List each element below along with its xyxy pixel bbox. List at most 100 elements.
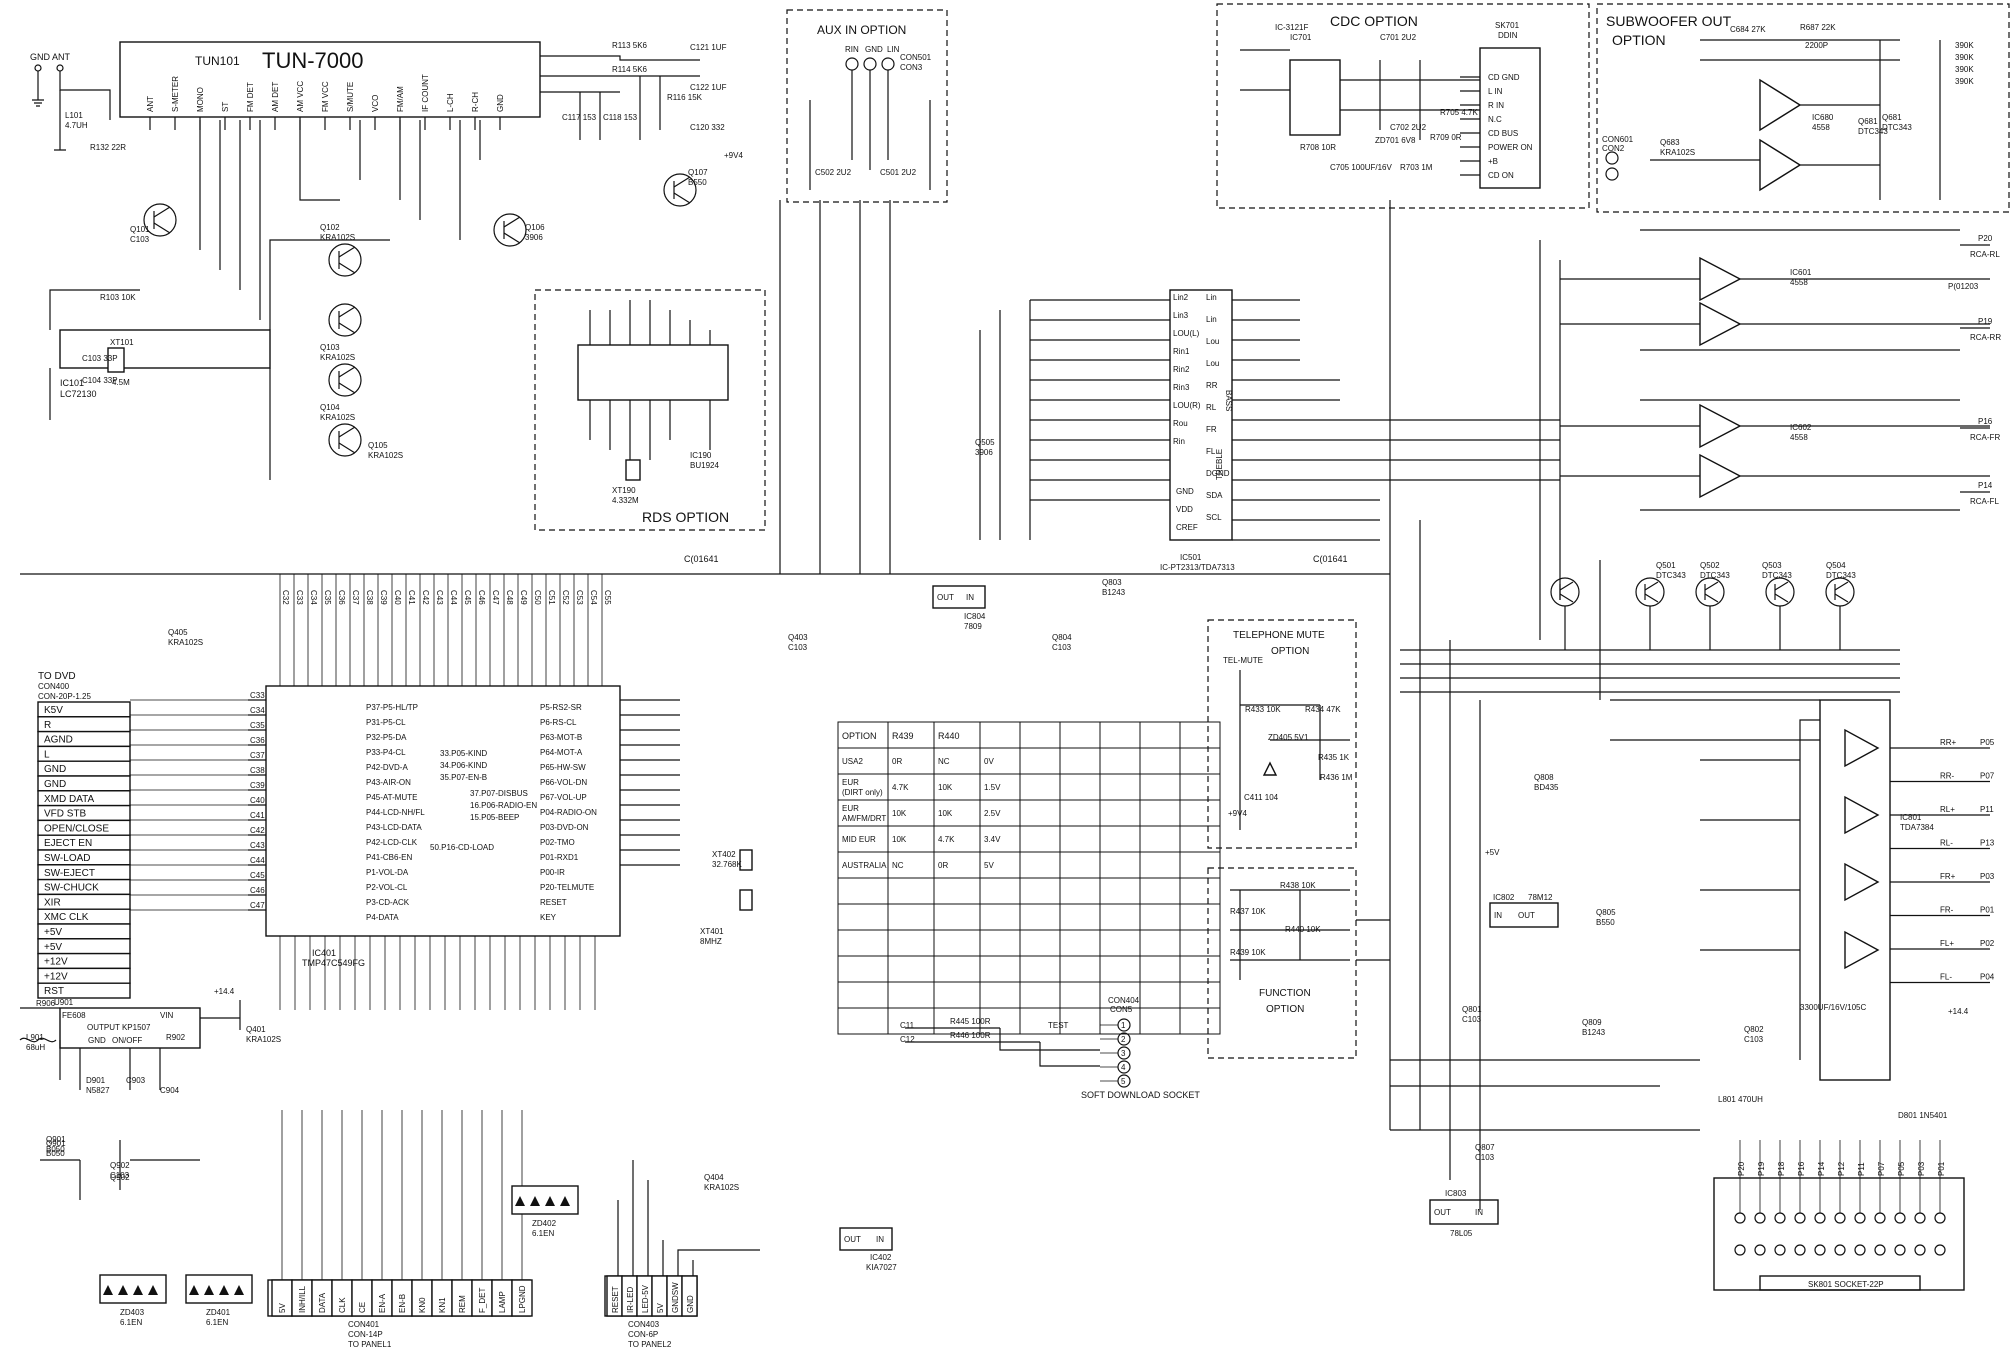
transistor-part: B050 xyxy=(46,1149,65,1158)
telephone-mute-option: TELEPHONE MUTE OPTION TEL-MUTE R433 10K … xyxy=(1207,619,1357,849)
option-table-header: R439 xyxy=(892,731,914,741)
rca-pin-label: P20 xyxy=(1978,234,1993,243)
transistor-part: C103 xyxy=(788,643,808,652)
option-table-cell: USA2 xyxy=(842,757,863,766)
mcu-pin-net: C39 xyxy=(250,781,265,790)
dvd-pin-label: SW-EJECT xyxy=(44,868,95,879)
sk801-label: SK801 SOCKET-22P xyxy=(1808,1280,1884,1289)
panel1-wires xyxy=(281,1110,523,1280)
option-table-cell: 3.4V xyxy=(984,835,1001,844)
dvd-pin-label: L xyxy=(44,749,50,760)
transistor-ref: Q403 xyxy=(788,633,808,642)
mcu-left-pin: P43-LCD-DATA xyxy=(366,823,422,832)
ic101-box xyxy=(59,329,271,369)
subwoofer-option-frame xyxy=(1596,3,2010,213)
transistor-ref: Q105 xyxy=(368,441,388,450)
transistor-ref: Q807 xyxy=(1475,1143,1495,1152)
d901-part: N5827 xyxy=(86,1086,110,1095)
telephone-option-frame xyxy=(1207,619,1357,849)
option-table-cell: (DIRT only) xyxy=(842,788,883,797)
panel1-title: CON401 xyxy=(348,1320,380,1329)
svg-text:C11: C11 xyxy=(900,1021,915,1030)
ic501-pin-label: CREF xyxy=(1176,523,1198,532)
tuner-pin-label: VCO xyxy=(371,95,380,112)
download-pin-number: 2 xyxy=(1121,1035,1126,1044)
ic501-pin-label: Lou xyxy=(1206,337,1219,346)
option-table-cell: AM/FM/DRT xyxy=(842,814,886,823)
l901-val: 68uH xyxy=(26,1043,45,1052)
amp-output-pin: P01 xyxy=(1980,906,1995,915)
svg-text:R708 10R: R708 10R xyxy=(1300,143,1336,152)
svg-text:R113 5K6: R113 5K6 xyxy=(612,41,648,50)
ic501-pin-label: RL xyxy=(1206,403,1217,412)
mcu-right-pin: P67-VOL-UP xyxy=(540,793,587,802)
mcu-left-pin: P41-CB6-EN xyxy=(366,853,412,862)
transistor-part: BD435 xyxy=(1534,783,1559,792)
transistor-ref: Q808 xyxy=(1534,773,1554,782)
panel1-sub: CON-14P xyxy=(348,1330,383,1339)
function-title-2: OPTION xyxy=(1266,1004,1304,1015)
dvd-pin-label: EJECT EN xyxy=(44,838,92,849)
mcu-pin-net: C33 xyxy=(250,691,265,700)
ic602-part: 4558 xyxy=(1790,433,1808,442)
ic601-ref: IC601 xyxy=(1790,268,1812,277)
ic501-pin-labels: Lin2Lin3LOU(L)Rin1Rin2Rin3LOU(R)RouRinGN… xyxy=(1173,293,1233,532)
svg-text:IC701: IC701 xyxy=(1290,33,1312,42)
sk801-pin-label: P03 xyxy=(1917,1161,1926,1176)
transistor-ref: Q107 xyxy=(688,168,708,177)
mcu-pin-net: C46 xyxy=(250,886,265,895)
antenna-section: GND ANT L101 4.7UH R132 22R xyxy=(30,52,126,152)
ic802-ref: IC802 xyxy=(1493,893,1515,902)
dvd-pin-label: +12V xyxy=(44,957,68,968)
mcu-left-pin: P1-VOL-DA xyxy=(366,868,409,877)
mcu-pin-net: C37 xyxy=(250,751,265,760)
ic801-part: TDA7384 xyxy=(1900,823,1934,832)
cdc-pin-label: CD BUS xyxy=(1488,129,1518,138)
bus-net-label: C41 xyxy=(407,590,416,605)
svg-text:C705 100UF/16V: C705 100UF/16V xyxy=(1330,163,1392,172)
dvd-title-2: CON400 xyxy=(38,682,70,691)
sk701-part: DDIN xyxy=(1498,31,1518,40)
mcu-right-pin: P65-HW-SW xyxy=(540,763,586,772)
panel1-pin-label: CLK xyxy=(338,1297,347,1313)
ic803-part: 78L05 xyxy=(1450,1229,1473,1238)
sk701-ref: SK701 xyxy=(1495,21,1520,30)
ic402-part: KIA7027 xyxy=(866,1263,897,1272)
bus-net-label: C37 xyxy=(351,590,360,605)
con601-ref: CON601 xyxy=(1602,135,1634,144)
ic501-pin-label: LOU(R) xyxy=(1173,401,1201,410)
mcu-left-pin: P42-DVD-A xyxy=(366,763,408,772)
ic501-pin-label: SCL xyxy=(1206,513,1222,522)
panel1-pin-label: KN0 xyxy=(418,1297,427,1313)
option-table-cell: NC xyxy=(892,861,904,870)
cdc-pin-label: R IN xyxy=(1488,101,1504,110)
svg-text:OUT: OUT xyxy=(1518,911,1535,920)
transistor-ref: Q901 xyxy=(46,1139,66,1148)
ic402-ref: IC402 xyxy=(870,1253,892,1262)
con501-ref: CON501 xyxy=(900,53,932,62)
test-label: TEST xyxy=(1048,1021,1069,1030)
amp-output-pin: P03 xyxy=(1980,872,1995,881)
big-cap-label: 3300UF/16V/105C xyxy=(1800,1003,1866,1012)
transistor-part: DTC343 xyxy=(1700,571,1730,580)
mcu-note: 16.P06-RADIO-EN xyxy=(470,801,537,810)
option-table-cell: 0R xyxy=(938,861,948,870)
mcu-left-pin: P31-P5-CL xyxy=(366,718,406,727)
svg-text:C120 332: C120 332 xyxy=(690,123,725,132)
subwoofer-option: SUBWOOFER OUT OPTION IC680 4558 CON601 C… xyxy=(1596,3,2010,213)
transistor-part: KRA102S xyxy=(320,413,355,422)
option-table-cell: MID EUR xyxy=(842,835,876,844)
option-table-cell: 10K xyxy=(938,783,953,792)
rca-pin-label: P19 xyxy=(1978,317,1993,326)
transistor-part: DTC343 xyxy=(1656,571,1686,580)
ic501-ref: IC501 xyxy=(1180,553,1202,562)
ic501-box xyxy=(1169,289,1233,541)
ic501-treble-label: TREBLE xyxy=(1215,449,1224,480)
amp-output-label: RL+ xyxy=(1940,805,1955,814)
aux-option-title: AUX IN OPTION xyxy=(817,23,906,37)
